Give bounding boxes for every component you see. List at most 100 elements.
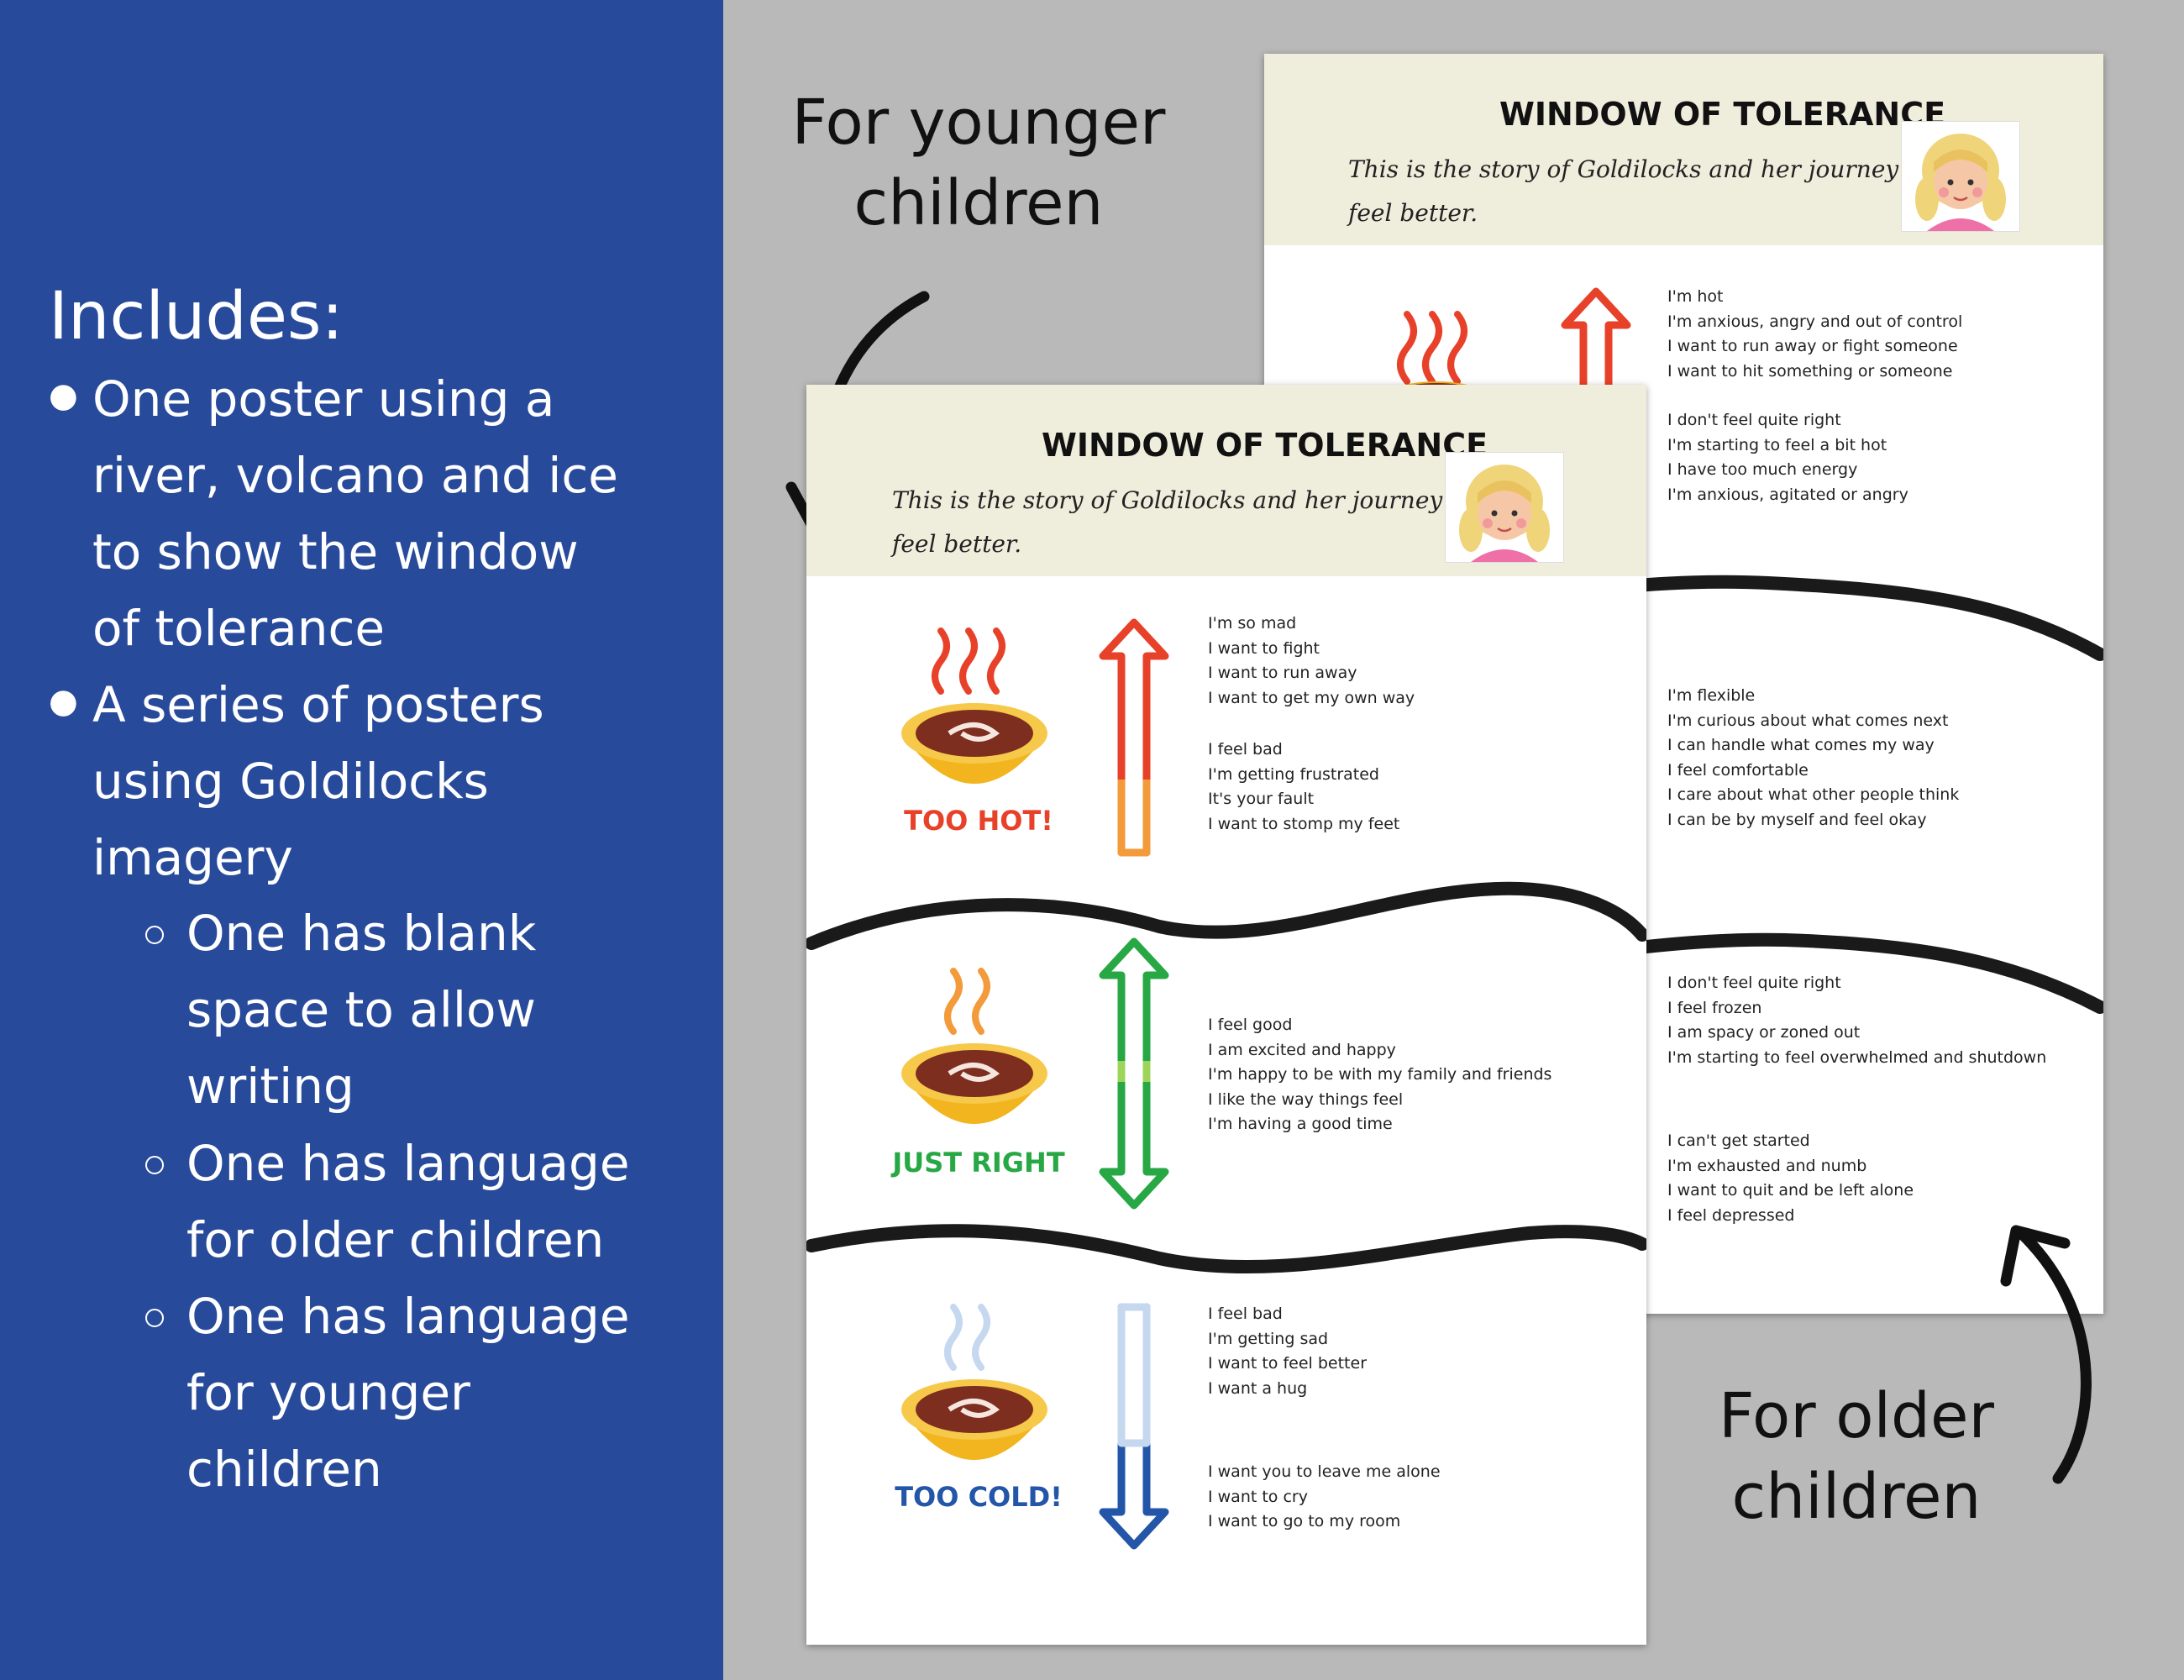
feeling-line: I'm so mad: [1208, 614, 1297, 633]
feeling-line: I'm hot: [1667, 287, 1724, 306]
down-arrow-icon: [1099, 1303, 1169, 1550]
feeling-line: I want to quit and be left alone: [1667, 1181, 1914, 1200]
feeling-line: I'm anxious, agitated or angry: [1667, 485, 1908, 504]
bullet-1-line: river, volcano and ice: [92, 447, 618, 504]
bullet-dot: ●: [49, 376, 78, 415]
goldilocks-avatar: [1901, 121, 2020, 232]
info-panel: Includes: ● One poster using a river, vo…: [0, 0, 723, 1680]
feeling-line: I want to run away or fight someone: [1667, 337, 1958, 355]
feeling-line: I care about what other people think: [1667, 785, 1960, 804]
feeling-line: I'm curious about what comes next: [1667, 711, 1949, 730]
bullet-2-line: using Goldilocks: [92, 753, 489, 810]
feeling-line: I want to get my own way: [1208, 688, 1415, 707]
bullet-dot: ●: [49, 682, 78, 721]
poster-subtitle: This is the story of Goldilocks and her …: [892, 479, 1473, 566]
feeling-line: I don't feel quite right: [1667, 411, 1841, 429]
feeling-line: I'm starting to feel overwhelmed and shu…: [1667, 1047, 2047, 1067]
poster-subtitle: This is the story of Goldilocks and her …: [1348, 148, 1929, 235]
feeling-line: I want a hug: [1208, 1378, 1308, 1398]
feeling-line: I'm starting to feel a bit hot: [1667, 435, 1887, 454]
younger-callout-line: For younger: [791, 87, 1166, 159]
poster-title: WINDOW OF TOLERANCE: [1499, 96, 1946, 133]
sub-bullet-line: space to allow: [186, 981, 536, 1038]
older-callout-line: children: [1731, 1461, 1982, 1533]
older-right-lines: I'm flexible I'm curious about what come…: [1667, 684, 1959, 832]
feeling-line: I feel comfortable: [1667, 760, 1809, 780]
hollow-circle-bullet: [145, 926, 164, 944]
wave-divider: [806, 881, 1646, 950]
sub-bullet-line: children: [186, 1441, 382, 1498]
older-hot-lines-1: I'm hot I'm anxious, angry and out of co…: [1667, 285, 1962, 384]
feeling-line: I'm anxious, angry and out of control: [1667, 312, 1963, 331]
younger-callout: For younger children: [743, 82, 1214, 244]
older-callout-line: For older: [1719, 1380, 1994, 1452]
bullet-2-line: A series of posters: [92, 676, 544, 733]
poster-subtitle-line: This is the story of Goldilocks and her …: [892, 486, 1474, 514]
feeling-line: I'm getting sad: [1208, 1329, 1329, 1348]
younger-cold-lines-1: I feel bad I'm getting sad I want to fee…: [1208, 1302, 1367, 1401]
feeling-line: I can be by myself and feel okay: [1667, 810, 1927, 829]
soup-bowl-icon: [901, 968, 1047, 1124]
sub-bullet-line: One has language: [186, 1288, 630, 1345]
wave-divider: [806, 1224, 1646, 1274]
feeling-line: I want to feel better: [1208, 1354, 1368, 1373]
feeling-line: I'm flexible: [1667, 686, 1756, 705]
hollow-circle-bullet: [145, 1156, 164, 1174]
too-cold-label: TOO COLD!: [895, 1481, 1063, 1513]
feeling-line: I feel frozen: [1667, 998, 1762, 1017]
feeling-line: I'm exhausted and numb: [1667, 1156, 1867, 1175]
poster-header: WINDOW OF TOLERANCE This is the story of…: [1264, 54, 2103, 245]
feeling-line: I don't feel quite right: [1667, 974, 1841, 992]
poster-subtitle-line: feel better.: [1348, 199, 1478, 227]
younger-hot-lines-2: I feel bad I'm getting frustrated It's y…: [1208, 738, 1399, 837]
soup-bowl-icon: [901, 1304, 1047, 1460]
feeling-line: I'm getting frustrated: [1208, 764, 1379, 784]
double-arrow-icon: [1099, 937, 1169, 1210]
too-hot-label: TOO HOT!: [904, 805, 1053, 837]
poster-title: WINDOW OF TOLERANCE: [1042, 427, 1488, 464]
goldilocks-avatar: [1445, 452, 1564, 563]
feeling-line: I have too much energy: [1667, 460, 1858, 479]
feeling-line: I am spacy or zoned out: [1667, 1023, 1861, 1042]
younger-poster: WINDOW OF TOLERANCE This is the story of…: [806, 385, 1646, 1645]
feeling-line: I can't get started: [1667, 1131, 1810, 1150]
sub-bullet-line: One has language: [186, 1135, 630, 1192]
sub-bullet-line: for older children: [186, 1211, 605, 1268]
feeling-line: I am excited and happy: [1208, 1040, 1396, 1059]
bullet-1-line: to show the window: [92, 523, 579, 580]
feeling-line: I feel bad: [1208, 740, 1283, 759]
sub-bullet-2: One has language for older children: [186, 1126, 630, 1278]
younger-callout-line: children: [853, 167, 1104, 239]
includes-heading: Includes:: [49, 279, 344, 354]
feeling-line: I want to go to my room: [1208, 1512, 1401, 1530]
younger-cold-lines-2: I want you to leave me alone I want to c…: [1208, 1460, 1441, 1535]
feeling-line: I want to hit something or someone: [1667, 361, 1953, 381]
sub-bullet-line: for younger: [186, 1364, 470, 1421]
bullet-1-line: of tolerance: [92, 600, 386, 657]
just-right-label: JUST RIGHT: [892, 1147, 1065, 1179]
sub-bullet-3: One has language for younger children: [186, 1278, 630, 1508]
bullet-2: A series of posters using Goldilocks ima…: [92, 667, 544, 896]
older-hot-lines-2: I don't feel quite right I'm starting to…: [1667, 408, 1908, 507]
bullet-1-line: One poster using a: [92, 370, 555, 428]
soup-bowl-icon: [901, 627, 1047, 784]
bullet-2-line: imagery: [92, 829, 293, 886]
feeling-line: I'm happy to be with my family and frien…: [1208, 1065, 1552, 1084]
older-cold-lines-2: I can't get started I'm exhausted and nu…: [1667, 1129, 1914, 1228]
younger-hot-lines-1: I'm so mad I want to fight I want to run…: [1208, 612, 1415, 711]
poster-header: WINDOW OF TOLERANCE This is the story of…: [806, 385, 1646, 576]
up-arrow-icon: [1561, 287, 1631, 453]
feeling-line: I want to run away: [1208, 664, 1357, 682]
poster-subtitle-line: This is the story of Goldilocks and her …: [1348, 155, 1930, 183]
up-arrow-icon: [1099, 618, 1169, 857]
older-cold-lines-1: I don't feel quite right I feel frozen I…: [1667, 971, 2046, 1070]
feeling-line: I can handle what comes my way: [1667, 736, 1935, 754]
sub-bullet-line: writing: [186, 1058, 354, 1115]
feeling-line: I feel bad: [1208, 1305, 1283, 1323]
feeling-line: I feel good: [1208, 1016, 1293, 1034]
feeling-line: I'm having a good time: [1208, 1115, 1393, 1133]
feeling-line: It's your fault: [1208, 790, 1315, 808]
younger-right-lines: I feel good I am excited and happy I'm h…: [1208, 1013, 1551, 1137]
hollow-circle-bullet: [145, 1309, 164, 1327]
sub-bullet-1: One has blank space to allow writing: [186, 895, 536, 1125]
